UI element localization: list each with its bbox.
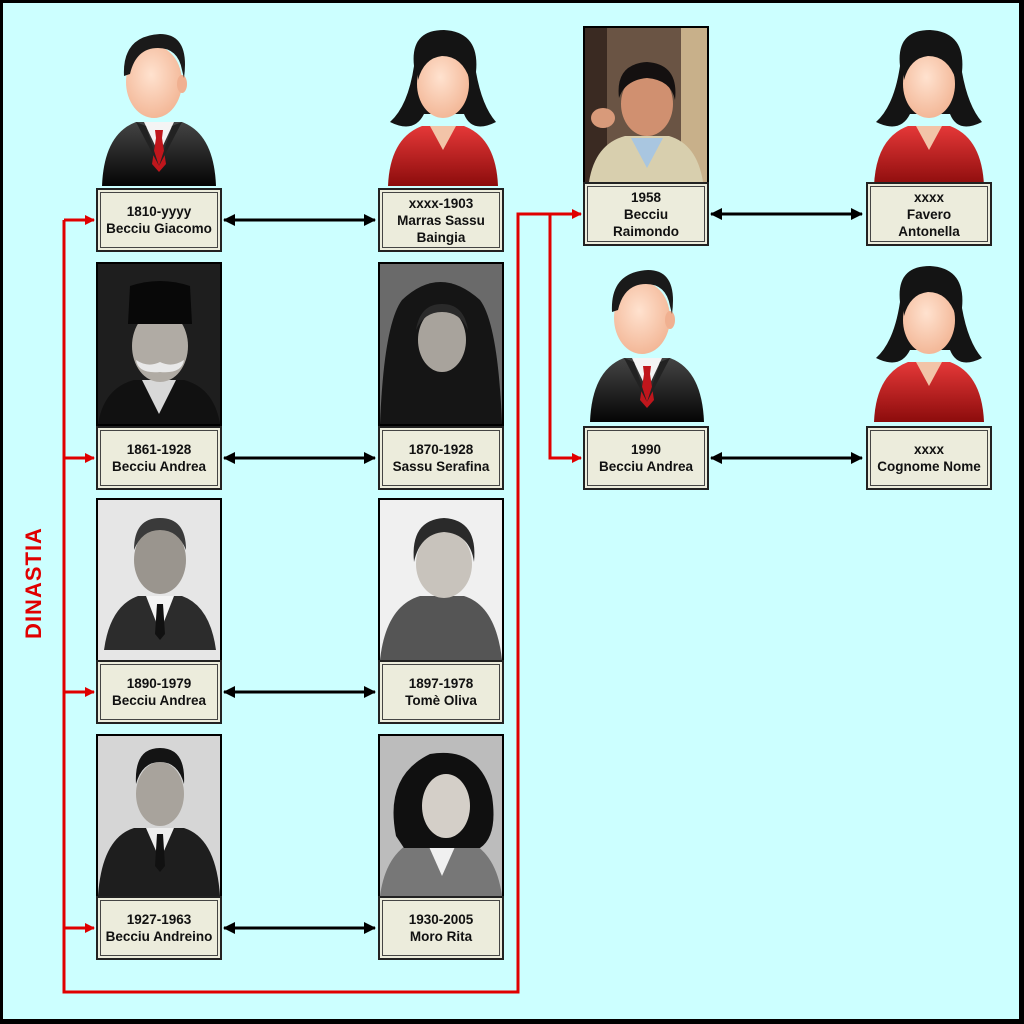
person-card: 1890-1979 Becciu Andrea (96, 660, 222, 724)
person-card: 1897-1978 Tomè Oliva (378, 660, 504, 724)
person-card: 1870-1928 Sassu Serafina (378, 426, 504, 490)
male-avatar-icon (584, 262, 710, 426)
male-avatar-icon (96, 26, 222, 190)
person-label: 1810-yyyy Becciu Giacomo (106, 204, 212, 236)
photo-young-woman (378, 734, 504, 898)
person-label: xxxx-1903 Marras Sassu Baingia (397, 195, 485, 245)
photo-man-color (583, 26, 709, 184)
person-label: xxxx Cognome Nome (877, 442, 981, 474)
person-card: xxxx-1903 Marras Sassu Baingia (378, 188, 504, 252)
person-label: 1861-1928 Becciu Andrea (111, 442, 207, 474)
person-label: 1990 Becciu Andrea (598, 442, 694, 474)
marriage-connectors (223, 208, 863, 934)
photo-elderly-man-with-hat (96, 262, 222, 426)
photo-elderly-woman-with-headscarf (378, 262, 504, 426)
person-card: xxxx Favero Antonella (866, 182, 992, 246)
photo-young-man-in-suit (96, 734, 222, 898)
person-label: 1958 Becciu Raimondo (613, 189, 679, 239)
person-card: 1990 Becciu Andrea (583, 426, 709, 490)
person-card: 1810-yyyy Becciu Giacomo (96, 188, 222, 252)
person-label: 1890-1979 Becciu Andrea (111, 676, 207, 708)
person-label: xxxx Favero Antonella (898, 189, 960, 239)
dinastia-label: DINASTIA (21, 527, 46, 639)
person-card: xxxx Cognome Nome (866, 426, 992, 490)
female-avatar-icon (380, 26, 506, 190)
person-label: 1897-1978 Tomè Oliva (405, 676, 477, 708)
person-card: 1861-1928 Becciu Andrea (96, 426, 222, 490)
photo-woman (378, 498, 504, 662)
person-label: 1870-1928 Sassu Serafina (392, 442, 490, 474)
person-card: 1927-1963 Becciu Andreino (96, 896, 222, 960)
person-card: 1958 Becciu Raimondo (583, 182, 709, 246)
person-label: 1927-1963 Becciu Andreino (105, 912, 213, 944)
female-avatar-icon (866, 26, 992, 190)
female-avatar-icon (866, 262, 992, 426)
photo-man-in-suit (96, 498, 222, 662)
person-label: 1930-2005 Moro Rita (408, 912, 474, 944)
lineage-connector (62, 209, 582, 994)
person-card: 1930-2005 Moro Rita (378, 896, 504, 960)
